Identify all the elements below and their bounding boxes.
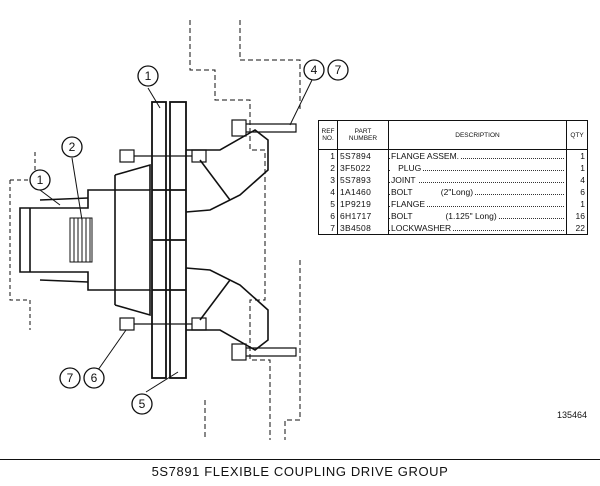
callout-2: 2	[61, 136, 83, 158]
table-row: 3 5S7893 JOINT 4	[318, 174, 588, 186]
housing-outline	[189, 20, 301, 440]
figure-caption: 5S7891 FLEXIBLE COUPLING DRIVE GROUP	[151, 464, 449, 479]
ref-cell: 5	[318, 198, 338, 210]
qty-cell: 1	[566, 149, 588, 162]
ref-cell: 7	[318, 222, 338, 235]
description-cell: LOCKWASHER	[388, 222, 567, 235]
table-row: 7 3B4508 LOCKWASHER 22	[318, 222, 588, 235]
callout-3: 1	[137, 65, 159, 87]
svg-text:6: 6	[91, 371, 98, 385]
header-description: DESCRIPTION	[388, 120, 567, 150]
ref-cell: 4	[318, 186, 338, 198]
flywheel-bolts	[231, 119, 297, 361]
joint-discs	[151, 101, 187, 379]
qty-cell: 1	[566, 198, 588, 210]
part-number-cell: 5S7893	[337, 174, 389, 186]
callout-5: 5	[131, 393, 153, 415]
table-row: 1 5S7894 FLANGE ASSEM. 1	[318, 149, 588, 162]
callout-1: 1	[29, 169, 51, 191]
part-number-cell: 1P9219	[337, 198, 389, 210]
svg-text:7: 7	[67, 371, 74, 385]
table-row: 6 6H1717 BOLT (1.125" Long) 16	[318, 210, 588, 222]
table-row: 2 3F5022 PLUG 1	[318, 162, 588, 174]
header-qty: QTY	[566, 120, 588, 150]
qty-cell: 16	[566, 210, 588, 222]
spline-plug	[69, 217, 93, 263]
ref-cell: 6	[318, 210, 338, 222]
table-header-row: REF NO. PART NUMBER DESCRIPTION QTY	[318, 120, 588, 150]
description-cell: FLANGE ASSEM.	[388, 149, 567, 162]
qty-cell: 6	[566, 186, 588, 198]
description-cell: FLANGE	[388, 198, 567, 210]
leader-lines	[39, 79, 313, 393]
flange-assembly	[19, 163, 151, 317]
part-number-cell: 3F5022	[337, 162, 389, 174]
ref-cell: 3	[318, 174, 338, 186]
part-number-cell: 5S7894	[337, 149, 389, 162]
caption-divider	[0, 459, 600, 460]
description-cell: JOINT	[388, 174, 567, 186]
description-cell: BOLT (2"Long)	[388, 186, 567, 198]
callout-6: 6	[83, 367, 105, 389]
svg-text:7: 7	[335, 63, 342, 77]
drawing-number: 135464	[557, 410, 588, 420]
callout-4: 4	[303, 59, 325, 81]
svg-text:2: 2	[69, 140, 76, 154]
part-number-cell: 1A1460	[337, 186, 389, 198]
ref-cell: 1	[318, 149, 338, 162]
flange-bolts	[119, 149, 207, 331]
svg-text:4: 4	[311, 63, 318, 77]
ref-cell: 2	[318, 162, 338, 174]
svg-text:5: 5	[139, 397, 146, 411]
rear-flange	[185, 129, 269, 351]
parts-list-table: REF NO. PART NUMBER DESCRIPTION QTY 1 5S…	[318, 120, 588, 235]
svg-text:1: 1	[37, 173, 44, 187]
part-number-cell: 6H1717	[337, 210, 389, 222]
header-ref-no: REF NO.	[318, 120, 338, 150]
qty-cell: 1	[566, 162, 588, 174]
description-cell: BOLT (1.125" Long)	[388, 210, 567, 222]
qty-cell: 4	[566, 174, 588, 186]
svg-text:1: 1	[145, 69, 152, 83]
header-part-number: PART NUMBER	[337, 120, 389, 150]
table-row: 5 1P9219 FLANGE 1	[318, 198, 588, 210]
table-row: 4 1A1460 BOLT (2"Long) 6	[318, 186, 588, 198]
callout-7-bottom: 7	[59, 367, 81, 389]
callout-7-top: 7	[327, 59, 349, 81]
part-number-cell: 3B4508	[337, 222, 389, 235]
qty-cell: 22	[566, 222, 588, 235]
description-cell: PLUG	[388, 162, 567, 174]
